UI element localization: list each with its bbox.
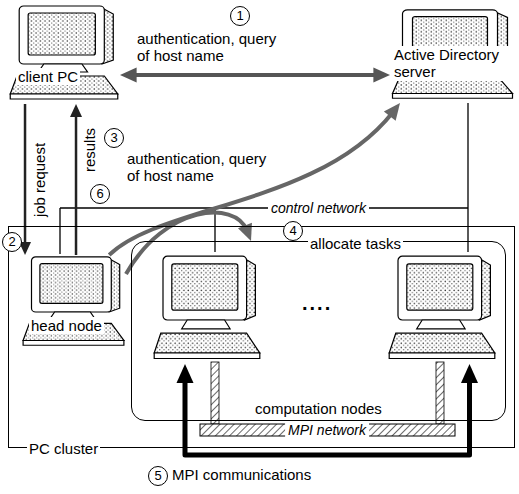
node-label: computation nodes xyxy=(253,400,384,417)
network-name: MPI network xyxy=(285,422,369,438)
connector xyxy=(109,103,400,255)
edge-label: MPI communications xyxy=(170,466,313,483)
computer-node: head node xyxy=(21,255,126,350)
monitor-body xyxy=(398,256,482,320)
arrow-head xyxy=(120,68,137,83)
arrow-head xyxy=(70,104,82,117)
keyboard-edge xyxy=(389,353,495,359)
computer-node xyxy=(152,254,262,364)
node-label: Active Directory server xyxy=(392,46,512,81)
computer-icon xyxy=(387,254,497,364)
monitor-screen xyxy=(28,13,95,55)
node-group: computation nodes xyxy=(131,241,506,421)
edge-label: job request xyxy=(31,141,48,219)
node-label: client PC xyxy=(16,68,80,85)
callout-number: 6 xyxy=(90,184,110,204)
arrow-head xyxy=(384,103,400,121)
connector xyxy=(70,104,82,255)
callout-number: 4 xyxy=(283,221,303,241)
keyboard-edge xyxy=(10,94,118,99)
callout-number: 2 xyxy=(2,232,22,252)
computer-icon xyxy=(152,254,262,364)
monitor-screen xyxy=(407,264,473,310)
network-name: control network xyxy=(268,200,369,216)
arrow-head xyxy=(461,364,478,383)
edge-label: authentication, query of host name xyxy=(135,30,279,65)
node-label: PC cluster xyxy=(27,440,100,457)
cluster-frame: PC clusterhead nodecomputation nodes xyxy=(8,226,515,448)
callout-number: 5 xyxy=(148,466,168,486)
ellipsis: .... xyxy=(302,292,332,315)
edge-label: results xyxy=(81,126,98,174)
edge-label: authentication, query of host name xyxy=(125,150,269,185)
keyboard-edge xyxy=(154,353,260,359)
connector-line xyxy=(132,73,379,77)
monitor-stand xyxy=(417,320,465,329)
monitor-screen xyxy=(172,264,238,310)
connector xyxy=(177,364,479,455)
keyboard-edge xyxy=(393,94,513,99)
keyboard-edge xyxy=(23,341,124,346)
connector-line xyxy=(185,377,470,455)
monitor-screen xyxy=(40,264,103,304)
connector-line xyxy=(75,113,78,255)
connector-line xyxy=(109,112,393,255)
connector-line xyxy=(24,104,27,246)
arrow-head xyxy=(177,364,194,383)
callout-number: 3 xyxy=(104,128,124,148)
monitor-body xyxy=(32,257,112,312)
computer-node: client PC xyxy=(8,4,120,104)
callout-number: 1 xyxy=(230,6,250,26)
connector xyxy=(120,68,390,83)
computer-icon xyxy=(8,4,120,104)
computer-node xyxy=(387,254,497,364)
arrow-head xyxy=(373,68,390,83)
keyboard xyxy=(154,333,260,353)
monitor-body xyxy=(19,6,104,64)
server-node: Active Directory server xyxy=(390,8,515,103)
monitor-stand xyxy=(182,320,230,329)
edge-label: allocate tasks xyxy=(308,235,403,252)
computer-icon xyxy=(21,255,126,350)
monitor-body xyxy=(163,256,247,320)
keyboard xyxy=(389,333,495,353)
control-network-line xyxy=(60,103,468,254)
node-label: head node xyxy=(29,317,104,334)
connector xyxy=(19,104,31,255)
